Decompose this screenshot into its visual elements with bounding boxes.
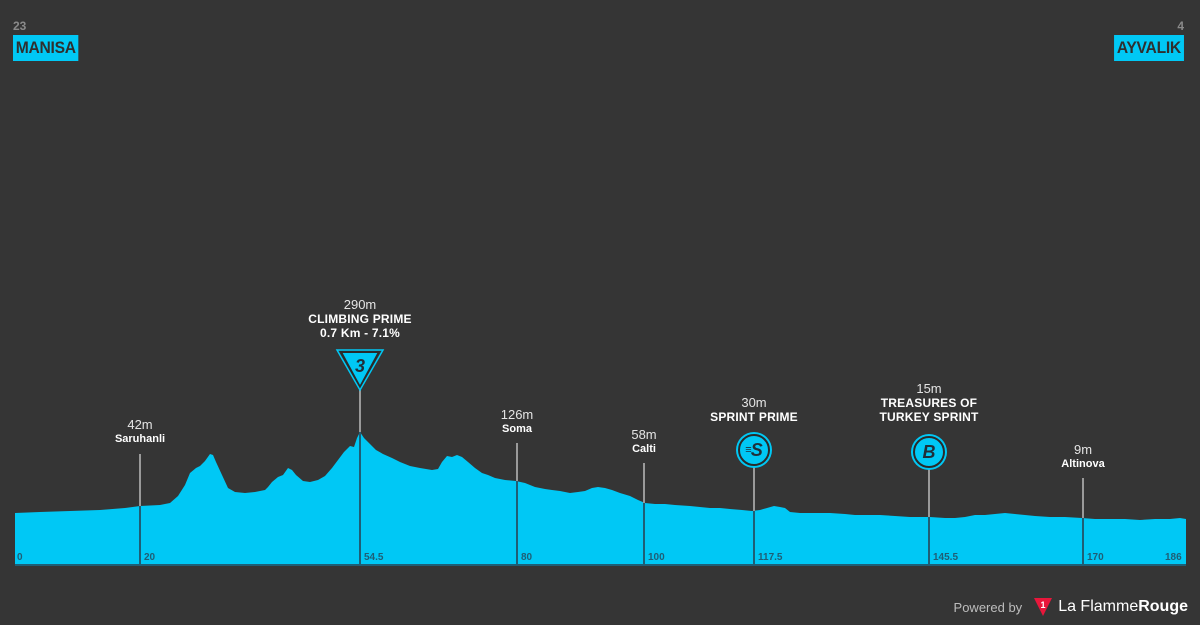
marker-place: Calti <box>632 443 656 455</box>
marker-treasures-sprint: 15m TREASURES OF TURKEY SPRINT <box>879 381 979 425</box>
marker-altinova: 9m Altinova <box>1061 443 1104 471</box>
elevation-area <box>15 432 1186 565</box>
marker-title-line2: TURKEY SPRINT <box>879 410 979 424</box>
marker-altitude: 126m <box>500 407 534 422</box>
marker-title: SPRINT PRIME <box>710 410 798 424</box>
km-label: 186 <box>1165 552 1182 563</box>
climb-detail: 0.7 Km - 7.1% <box>320 326 400 340</box>
powered-by-footer: Powered by 1 La FlammeRouge <box>954 597 1188 617</box>
marker-calti: 58m Calti <box>631 428 656 456</box>
km-label: 0 <box>17 552 23 563</box>
km-label: 20 <box>144 552 156 563</box>
climb-category-number: 3 <box>354 356 365 376</box>
marker-title: TREASURES OF <box>880 396 978 410</box>
powered-by-text: Powered by <box>953 599 1023 615</box>
finish-elevation: 4 <box>1177 19 1184 33</box>
marker-saruhanli: 42m Saruhanli <box>115 418 165 446</box>
brand-name: La FlammeRouge <box>1058 598 1188 615</box>
marker-altitude: 290m <box>343 297 377 312</box>
la-flamme-rouge-logo-icon: 1 <box>1034 598 1053 616</box>
marker-altitude: 30m <box>741 395 767 410</box>
marker-place: Soma <box>502 423 532 435</box>
svg-text:1: 1 <box>1041 600 1046 610</box>
km-label: 54.5 <box>364 552 384 563</box>
km-label: 145.5 <box>933 552 959 563</box>
marker-soma: 126m Soma <box>501 408 534 436</box>
km-label: 117.5 <box>758 552 783 563</box>
km-label: 170 <box>1087 552 1104 563</box>
marker-sprint-prime: 30m SPRINT PRIME <box>710 395 798 425</box>
marker-poles <box>139 388 1084 565</box>
marker-title: CLIMBING PRIME <box>308 312 412 326</box>
km-label: 100 <box>648 552 665 563</box>
marker-altitude: 42m <box>127 417 153 432</box>
marker-altitude: 9m <box>1073 442 1093 457</box>
km-label: 80 <box>521 552 533 563</box>
start-city-badge: MANISA <box>13 35 79 61</box>
marker-altitude: 58m <box>631 427 657 442</box>
marker-altitude: 15m <box>916 381 942 396</box>
bonus-sprint-icon: B <box>913 436 945 468</box>
finish-city-badge: AYVALIK <box>1114 35 1184 61</box>
sprint-icon: ≡S <box>738 434 770 466</box>
climb-category-icon <box>335 349 385 392</box>
start-elevation: 23 <box>13 19 27 33</box>
finish-location: 4 AYVALIK <box>1108 20 1184 61</box>
marker-climbing-prime: 290m CLIMBING PRIME 0.7 Km - 7.1% <box>308 297 412 341</box>
marker-place: Altinova <box>1061 458 1105 470</box>
marker-place: Saruhanli <box>114 433 166 445</box>
start-location: 23 MANISA <box>13 20 84 61</box>
